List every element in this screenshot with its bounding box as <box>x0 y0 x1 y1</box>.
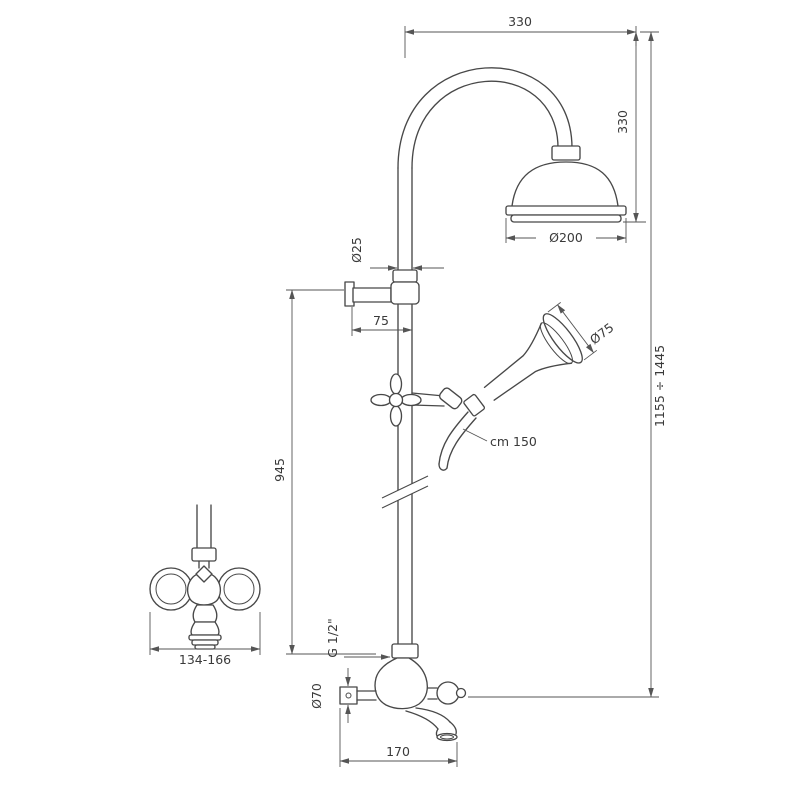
dim-spout-reach: 170 <box>339 708 458 767</box>
dim-head-diameter-label: Ø200 <box>549 230 583 245</box>
dim-total-height-label: 1155 ÷ 1445 <box>652 345 667 427</box>
hand-shower: Ø75 <box>463 302 617 417</box>
dim-handshower-diameter-label: Ø75 <box>587 320 617 347</box>
front-union-nut <box>191 547 217 562</box>
pipe-break-marks <box>381 475 429 509</box>
hand-shower-hose-nut <box>463 393 486 417</box>
dim-head-drop: 330 <box>615 31 646 223</box>
diverter-cross-handle <box>370 373 422 427</box>
dim-head-drop-label: 330 <box>615 110 630 134</box>
dim-hose-length: cm 150 <box>462 428 537 449</box>
dim-top-width-label: 330 <box>508 14 532 29</box>
dim-head-diameter: Ø200 <box>505 218 627 245</box>
mixer-front-view: 134-166 <box>149 504 261 667</box>
tub-spout <box>405 707 458 742</box>
hand-shower-holder <box>411 387 463 410</box>
dim-mixer-width-label: 134-166 <box>179 652 231 667</box>
hand-shower-hose <box>438 411 477 471</box>
mixer-body <box>374 657 428 710</box>
wall-bracket <box>344 269 420 307</box>
front-center-cap <box>195 565 213 583</box>
inlet-union-nut <box>391 643 419 659</box>
dim-pipe-diameter: Ø25 <box>349 237 444 271</box>
dim-column-height: 945 <box>272 289 376 655</box>
dim-column-height-label: 945 <box>272 458 287 482</box>
dim-escutcheon-diameter: Ø70 <box>309 668 351 723</box>
dim-inlet-thread-label: G 1/2" <box>325 618 340 658</box>
wall-escutcheon <box>339 686 358 705</box>
dim-pipe-diameter-label: Ø25 <box>349 237 364 263</box>
dim-bracket-offset: 75 <box>351 307 413 336</box>
rain-shower-head <box>505 145 627 223</box>
dim-mixer-width: 134-166 <box>149 612 261 667</box>
front-spout <box>188 604 222 650</box>
mixer-knob <box>427 681 467 705</box>
dim-inlet-thread: G 1/2" <box>325 618 391 660</box>
riser-pipe <box>397 167 413 647</box>
dim-spout-reach-label: 170 <box>386 744 410 759</box>
dim-bracket-offset-label: 75 <box>373 313 389 328</box>
dim-escutcheon-diameter-label: Ø70 <box>309 683 324 709</box>
dim-top-width: 330 <box>404 14 637 58</box>
dim-total-height: 1155 ÷ 1445 <box>468 31 667 698</box>
mixer-side-view <box>339 643 467 742</box>
dim-hose-length-label: cm 150 <box>490 434 537 449</box>
shower-arm-arc <box>397 67 573 169</box>
